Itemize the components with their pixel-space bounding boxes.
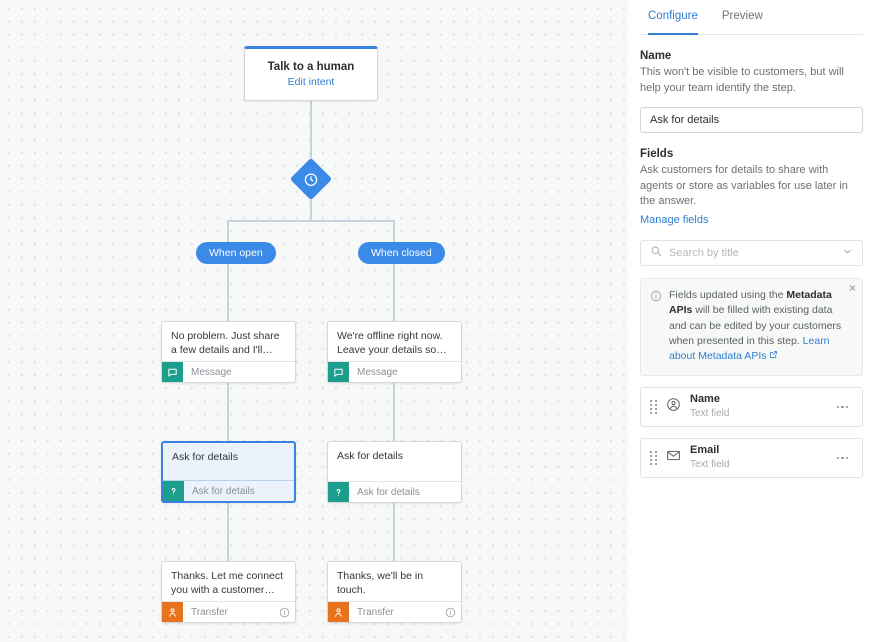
info-circle-icon[interactable] xyxy=(439,602,461,622)
step-type-label: Ask for details xyxy=(357,486,420,498)
person-icon xyxy=(162,602,183,622)
field-name: Name xyxy=(690,393,720,406)
step-body-text: Ask for details xyxy=(172,451,238,463)
question-mark-icon xyxy=(163,481,184,501)
fields-section-description: Ask customers for details to share with … xyxy=(640,164,848,208)
field-type: Text field xyxy=(690,408,730,420)
step-node-ask-for-details-closed[interactable]: Ask for details Ask for details xyxy=(327,441,462,503)
field-search-box[interactable]: Search by title xyxy=(640,239,863,266)
intent-node-talk-to-a-human[interactable]: Talk to a human Edit intent xyxy=(244,46,378,101)
step-node-ask-for-details-open[interactable]: Ask for details Ask for details xyxy=(161,441,296,503)
step-footer: Message xyxy=(162,361,295,382)
branch-pill-label: When closed xyxy=(371,247,432,259)
notice-text-b: will be filled with existing data and ca… xyxy=(669,304,842,347)
branch-pill-when-open[interactable]: When open xyxy=(196,242,276,264)
chevron-down-icon[interactable] xyxy=(842,244,853,262)
learn-about-metadata-apis-link[interactable]: Learn about Metadata APIs xyxy=(669,334,830,363)
search-icon xyxy=(650,244,662,262)
field-row-text: Email Text field xyxy=(690,444,824,471)
drag-handle-icon[interactable] xyxy=(650,450,657,465)
panel-tabs: Configure Preview xyxy=(640,0,863,35)
field-options-menu-icon[interactable] xyxy=(833,402,853,413)
name-section-label: Name xyxy=(640,50,672,62)
configure-panel: Configure Preview Name This won't be vis… xyxy=(628,0,875,642)
flow-canvas[interactable]: Talk to a human Edit intent When open Wh… xyxy=(0,0,628,642)
branch-pill-when-closed[interactable]: When closed xyxy=(358,242,445,264)
connector-branch-split xyxy=(227,220,395,222)
step-node-transfer-closed[interactable]: Thanks, we'll be in touch. Transfer xyxy=(327,561,462,623)
step-type-label: Ask for details xyxy=(192,485,255,497)
notice-text-bold: Metadata APIs xyxy=(669,288,832,317)
step-footer: Ask for details xyxy=(163,480,294,501)
fields-section-label: Fields xyxy=(640,148,674,161)
step-body-text: Ask for details xyxy=(337,450,403,462)
connector-branch-right xyxy=(393,220,395,244)
tab-configure[interactable]: Configure xyxy=(648,0,698,35)
connector-closed-pill-to-message xyxy=(393,264,395,321)
notice-text: Fields updated using the Metadata APIs w… xyxy=(669,288,852,365)
info-circle-icon[interactable] xyxy=(273,602,295,622)
field-search-input[interactable]: Search by title xyxy=(669,246,739,259)
step-type-label: Message xyxy=(357,366,398,378)
step-name-input[interactable]: Ask for details xyxy=(640,107,863,134)
intent-node-title: Talk to a human xyxy=(267,61,355,73)
step-footer: Transfer xyxy=(162,601,295,622)
connector-condition-down xyxy=(310,194,312,221)
close-icon[interactable]: × xyxy=(848,280,856,295)
speech-bubble-icon xyxy=(328,362,349,382)
field-options-menu-icon[interactable] xyxy=(833,453,853,464)
metadata-apis-notice: Fields updated using the Metadata APIs w… xyxy=(640,277,863,376)
envelope-icon xyxy=(666,448,681,468)
step-type-label: Transfer xyxy=(357,606,394,618)
person-circle-icon xyxy=(666,397,681,417)
field-row-name[interactable]: Name Text field xyxy=(640,386,863,427)
field-name: Email xyxy=(690,444,720,457)
info-circle-icon xyxy=(650,288,662,365)
connector-open-pill-to-message xyxy=(227,264,229,321)
condition-node-business-hours[interactable] xyxy=(289,157,333,201)
field-row-email[interactable]: Email Text field xyxy=(640,437,863,478)
step-body-text: We're offline right now. Leave your deta… xyxy=(337,330,447,356)
connector-root-to-condition xyxy=(310,101,312,164)
external-link-icon[interactable] xyxy=(769,350,778,362)
edit-intent-link[interactable]: Edit intent xyxy=(287,76,335,88)
tab-preview[interactable]: Preview xyxy=(722,0,763,35)
step-type-label: Message xyxy=(191,366,232,378)
step-type-label: Transfer xyxy=(191,606,228,618)
step-name-value: Ask for details xyxy=(650,114,720,127)
connector-closed-message-to-ask xyxy=(393,383,395,441)
step-body-text: Thanks, we'll be in touch. xyxy=(337,570,424,596)
tab-label: Preview xyxy=(721,10,763,22)
connector-branch-left xyxy=(227,220,229,244)
name-section-description: This won't be visible to customers, but … xyxy=(640,66,844,94)
step-footer: Ask for details xyxy=(328,481,461,502)
person-icon xyxy=(328,602,349,622)
branch-pill-label: When open xyxy=(209,247,263,259)
notice-text-a: Fields updated using the xyxy=(669,288,787,301)
step-footer: Transfer xyxy=(328,601,461,622)
drag-handle-icon[interactable] xyxy=(650,399,657,414)
field-row-text: Name Text field xyxy=(690,393,824,420)
question-mark-icon xyxy=(328,482,349,502)
speech-bubble-icon xyxy=(162,362,183,382)
tab-label: Configure xyxy=(648,10,698,22)
manage-fields-link[interactable]: Manage fields xyxy=(640,214,709,227)
connector-open-ask-to-transfer xyxy=(227,503,229,561)
connector-closed-ask-to-transfer xyxy=(393,503,395,561)
clock-icon xyxy=(304,172,319,187)
step-body-text: No problem. Just share a few details and… xyxy=(171,330,280,356)
field-type: Text field xyxy=(690,459,730,471)
step-node-transfer-open[interactable]: Thanks. Let me connect you with a custom… xyxy=(161,561,296,623)
connector-open-message-to-ask xyxy=(227,383,229,441)
step-footer: Message xyxy=(328,361,461,382)
step-node-message-open[interactable]: No problem. Just share a few details and… xyxy=(161,321,296,383)
step-node-message-closed[interactable]: We're offline right now. Leave your deta… xyxy=(327,321,462,383)
step-body-text: Thanks. Let me connect you with a custom… xyxy=(171,570,284,596)
